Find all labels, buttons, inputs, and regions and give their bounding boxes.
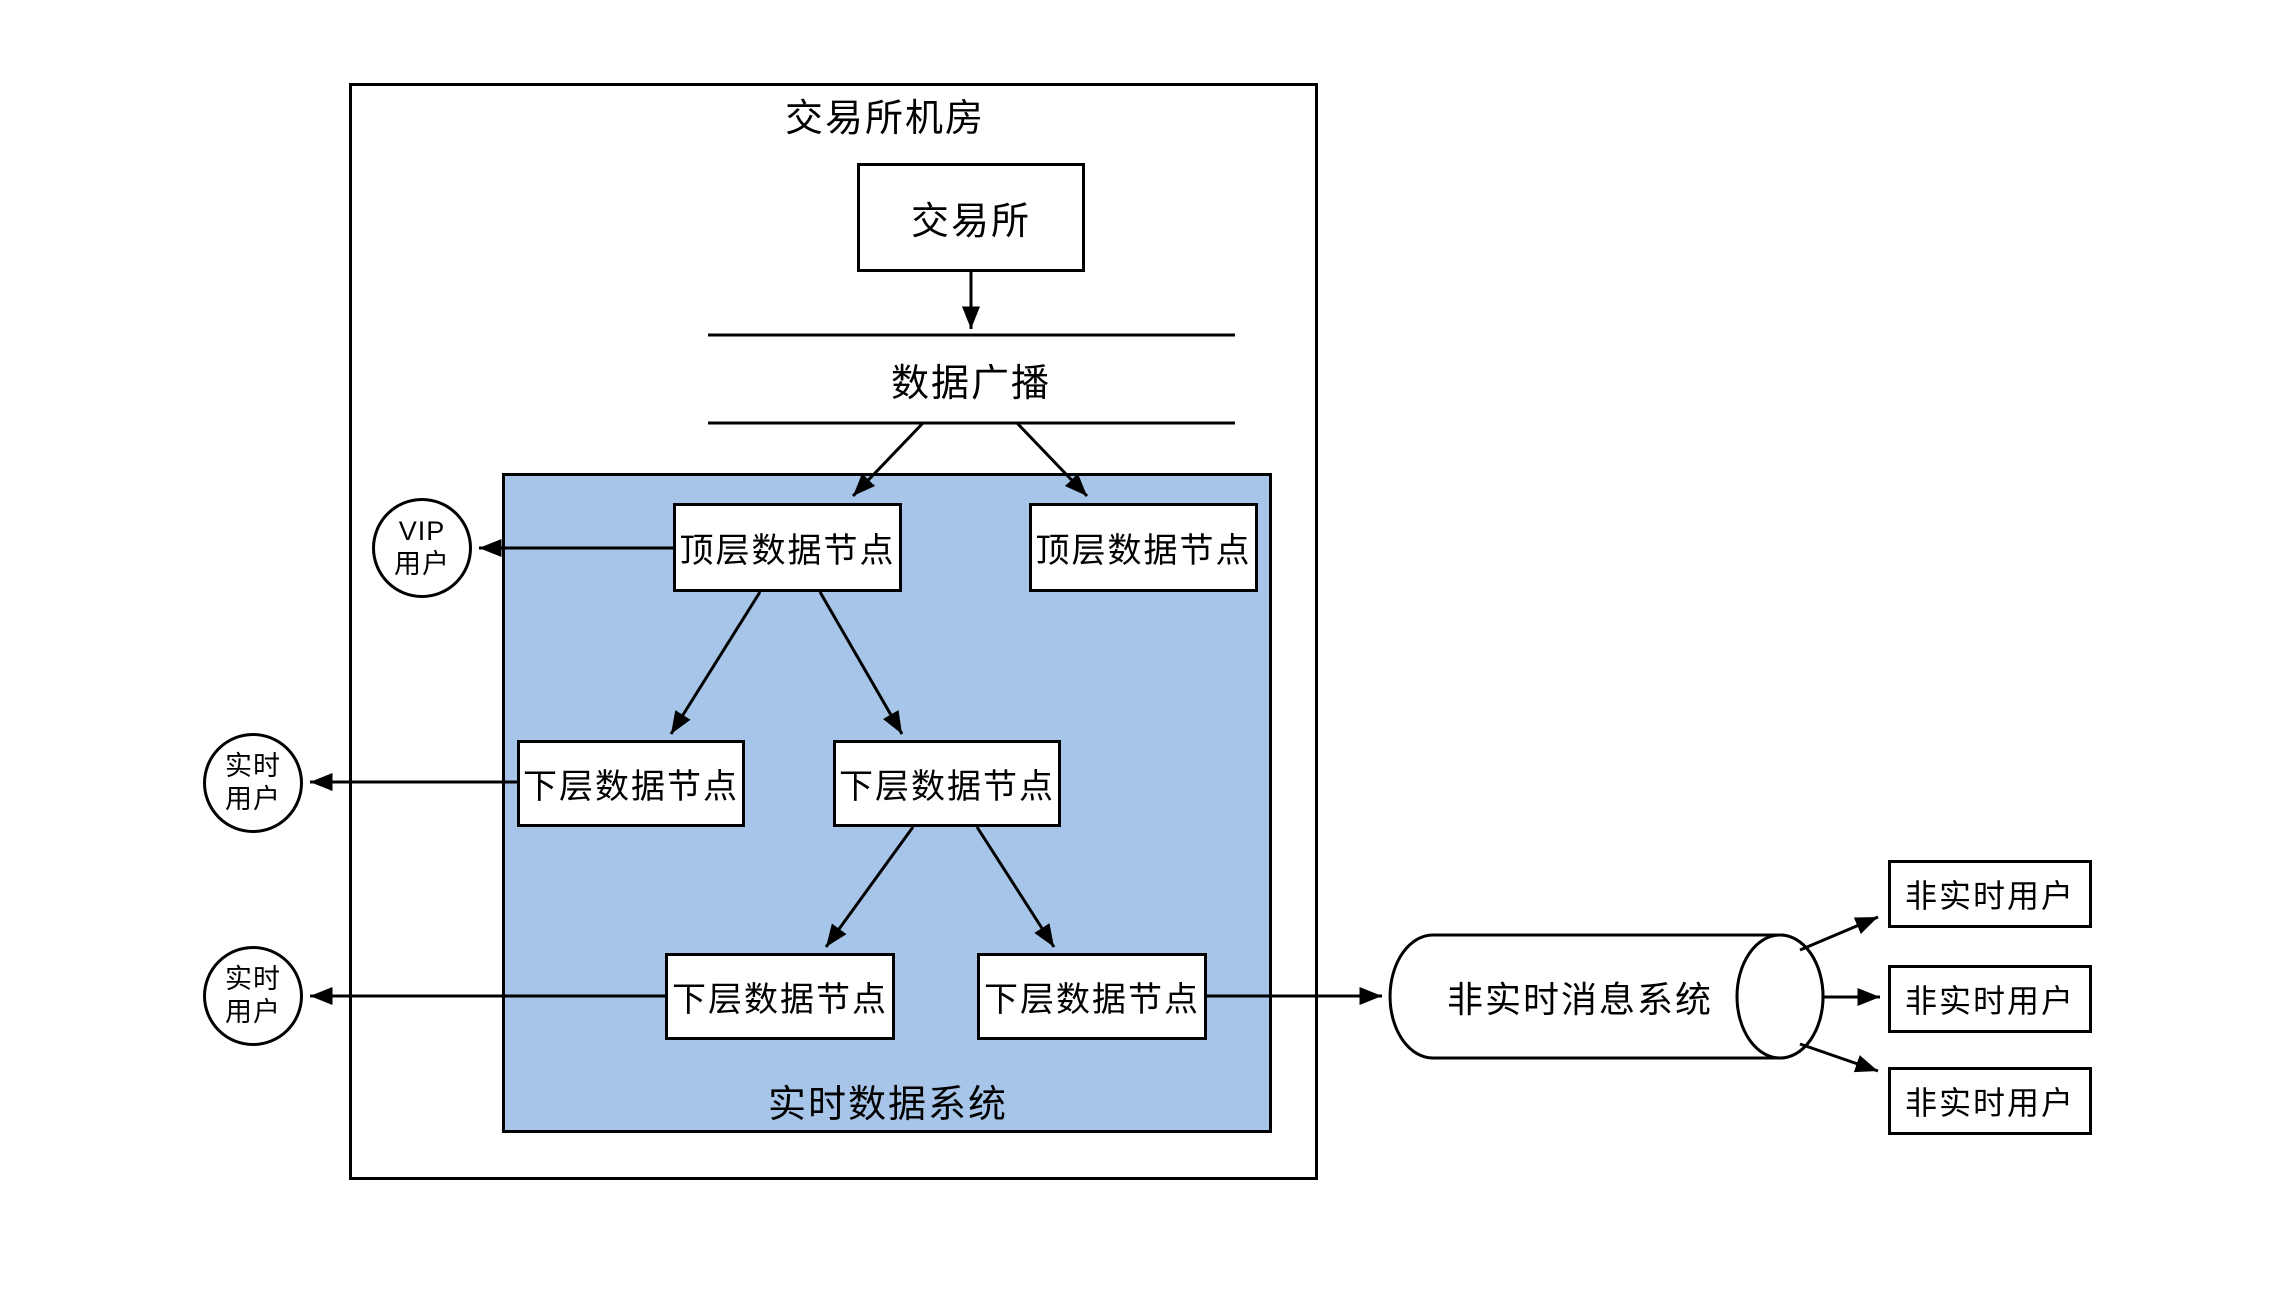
lower-data-node-bottom-right: 下层数据节点: [977, 953, 1207, 1040]
realtime-system-label: 实时数据系统: [688, 1078, 1088, 1126]
lower-data-node-mid-left-label: 下层数据节点: [523, 768, 739, 806]
exchange-node: 交易所: [857, 163, 1085, 272]
top-data-node-left-label: 顶层数据节点: [679, 532, 896, 570]
arrow-message-system-to-nonrealtime-3: [1799, 1042, 1879, 1073]
non-realtime-user-2-label: 非实时用户: [1904, 983, 2075, 1019]
realtime-user-circle-1: 实时 用户: [203, 733, 303, 833]
exchange-room-title-text: 交易所机房: [784, 97, 985, 140]
non-realtime-user-1-label: 非实时用户: [1904, 878, 2075, 914]
lower-data-node-mid-right: 下层数据节点: [833, 740, 1061, 827]
arrow-broadcast-to-top-node-right: [1015, 421, 1089, 498]
message-system-label: 非实时消息系统: [1430, 975, 1730, 1020]
broadcast-bus-label: 数据广播: [771, 357, 1171, 405]
message-queue-cylinder-cap: [1735, 933, 1825, 1060]
arrow-lower-node-to-bottom-right: [975, 826, 1056, 948]
lower-data-node-mid-left: 下层数据节点: [517, 740, 745, 827]
realtime-system-label-text: 实时数据系统: [767, 1083, 1008, 1126]
top-data-node-right: 顶层数据节点: [1029, 503, 1258, 592]
realtime-user-1-line1: 实时: [225, 751, 281, 781]
realtime-user-2-line1: 实时: [225, 964, 281, 994]
top-data-node-left: 顶层数据节点: [673, 503, 902, 592]
non-realtime-user-box-1: 非实时用户: [1888, 860, 2092, 928]
realtime-user-2-line2: 用户: [225, 997, 281, 1027]
message-system-label-text: 非实时消息系统: [1446, 979, 1713, 1020]
arrow-top-node-to-lower-left: [669, 591, 762, 735]
arrow-lower-node-to-bottom-left: [824, 826, 915, 948]
realtime-user-1-line2: 用户: [225, 784, 281, 814]
vip-user-line1: VIP: [398, 516, 446, 546]
arrow-message-system-to-nonrealtime-1: [1799, 915, 1879, 952]
lower-data-node-mid-right-label: 下层数据节点: [839, 768, 1055, 806]
non-realtime-user-box-2: 非实时用户: [1888, 965, 2092, 1033]
exchange-room-box: [349, 83, 1318, 1180]
top-data-node-right-label: 顶层数据节点: [1035, 532, 1252, 570]
vip-user-circle: VIP 用户: [372, 498, 472, 598]
non-realtime-user-box-3: 非实时用户: [1888, 1067, 2092, 1135]
lower-data-node-bottom-right-label: 下层数据节点: [984, 981, 1200, 1019]
arrow-top-node-to-lower-right: [818, 591, 904, 735]
vip-user-line2: 用户: [394, 549, 450, 579]
broadcast-bus-label-text: 数据广播: [890, 362, 1051, 405]
realtime-user-circle-2: 实时 用户: [203, 946, 303, 1046]
arrow-broadcast-to-top-node-left: [851, 421, 925, 498]
lower-data-node-bottom-left: 下层数据节点: [665, 953, 895, 1040]
exchange-room-title: 交易所机房: [685, 92, 1085, 140]
non-realtime-user-3-label: 非实时用户: [1904, 1085, 2075, 1121]
exchange-node-label: 交易所: [910, 201, 1031, 243]
lower-data-node-bottom-left-label: 下层数据节点: [672, 981, 888, 1019]
